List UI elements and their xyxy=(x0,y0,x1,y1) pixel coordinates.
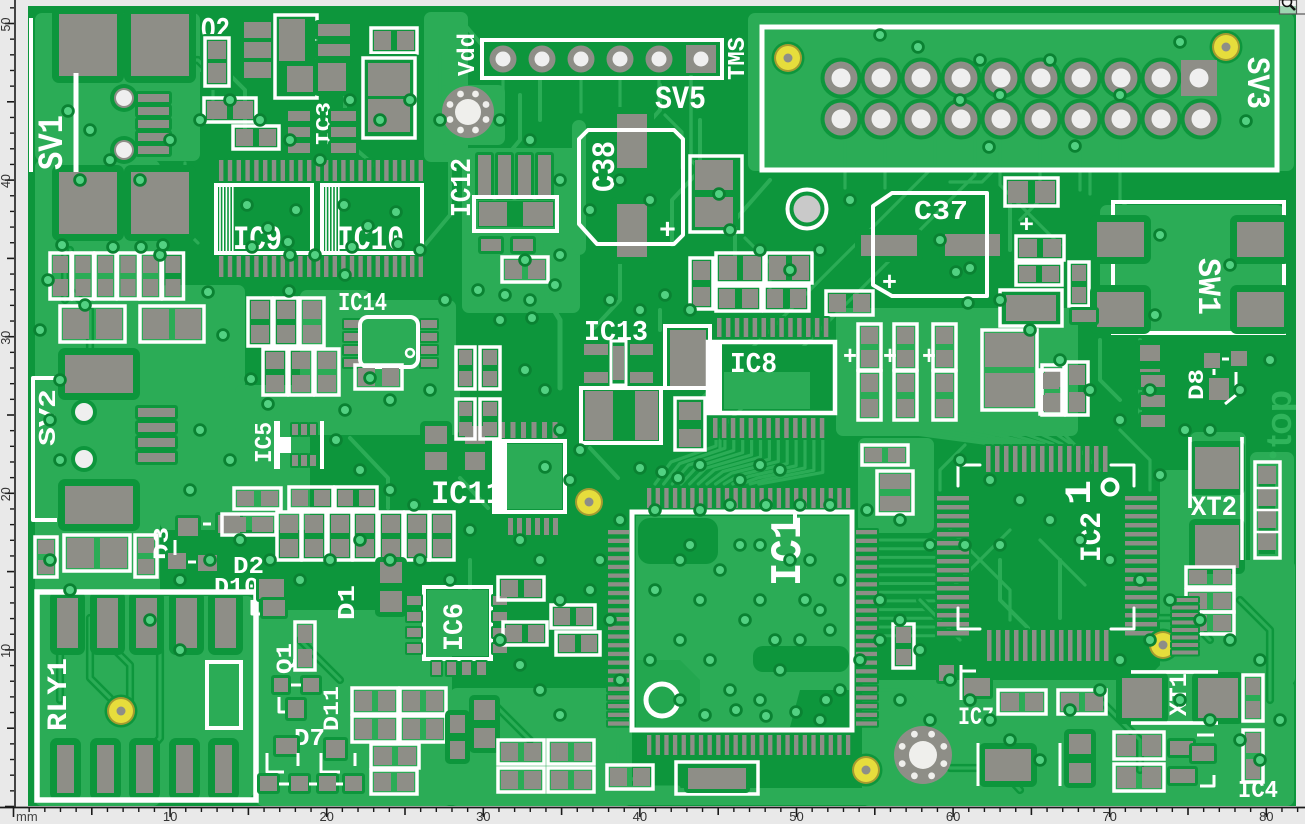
svg-text:SV3: SV3 xyxy=(1238,57,1275,109)
svg-text:+: + xyxy=(843,342,857,372)
svg-text:IC1: IC1 xyxy=(764,516,814,586)
svg-text:1: 1 xyxy=(1060,480,1102,505)
svg-text:D11: D11 xyxy=(320,686,345,731)
svg-text:IC11: IC11 xyxy=(431,476,504,513)
svg-text:D1: D1 xyxy=(335,585,362,620)
svg-text:40: 40 xyxy=(633,809,647,824)
svg-text:D8: D8 xyxy=(1185,369,1210,400)
svg-text:30: 30 xyxy=(476,809,490,824)
svg-text:RLY1: RLY1 xyxy=(44,658,75,731)
svg-text:SV1: SV1 xyxy=(33,115,73,170)
svg-text:SV5: SV5 xyxy=(655,81,706,118)
svg-text:30: 30 xyxy=(0,331,13,345)
svg-text:IC6: IC6 xyxy=(440,603,471,651)
svg-text:mm: mm xyxy=(16,809,38,824)
svg-text:+: + xyxy=(882,268,897,298)
svg-text:SW1: SW1 xyxy=(1189,258,1226,315)
svg-text:80: 80 xyxy=(1259,809,1273,824)
svg-text:D10: D10 xyxy=(214,575,259,602)
svg-text:+: + xyxy=(1019,213,1034,240)
svg-text:top: top xyxy=(1258,390,1299,447)
svg-text:70: 70 xyxy=(1102,809,1116,824)
svg-text:TMS: TMS xyxy=(725,37,752,80)
svg-text:Vdd: Vdd xyxy=(455,33,482,76)
svg-text:50: 50 xyxy=(789,809,803,824)
svg-text:50: 50 xyxy=(0,18,13,32)
svg-text:60: 60 xyxy=(946,809,960,824)
svg-text:C37: C37 xyxy=(914,198,968,228)
svg-text:+: + xyxy=(659,216,676,247)
svg-text:IC8: IC8 xyxy=(730,348,777,381)
svg-text:20: 20 xyxy=(0,487,13,501)
svg-text:10: 10 xyxy=(0,644,13,658)
svg-text:IC14: IC14 xyxy=(338,288,387,318)
svg-text:XT2: XT2 xyxy=(1191,493,1237,524)
svg-text:20: 20 xyxy=(319,809,333,824)
svg-text:40: 40 xyxy=(0,174,13,188)
svg-text:10: 10 xyxy=(163,809,177,824)
svg-text:IC4: IC4 xyxy=(1238,778,1278,805)
